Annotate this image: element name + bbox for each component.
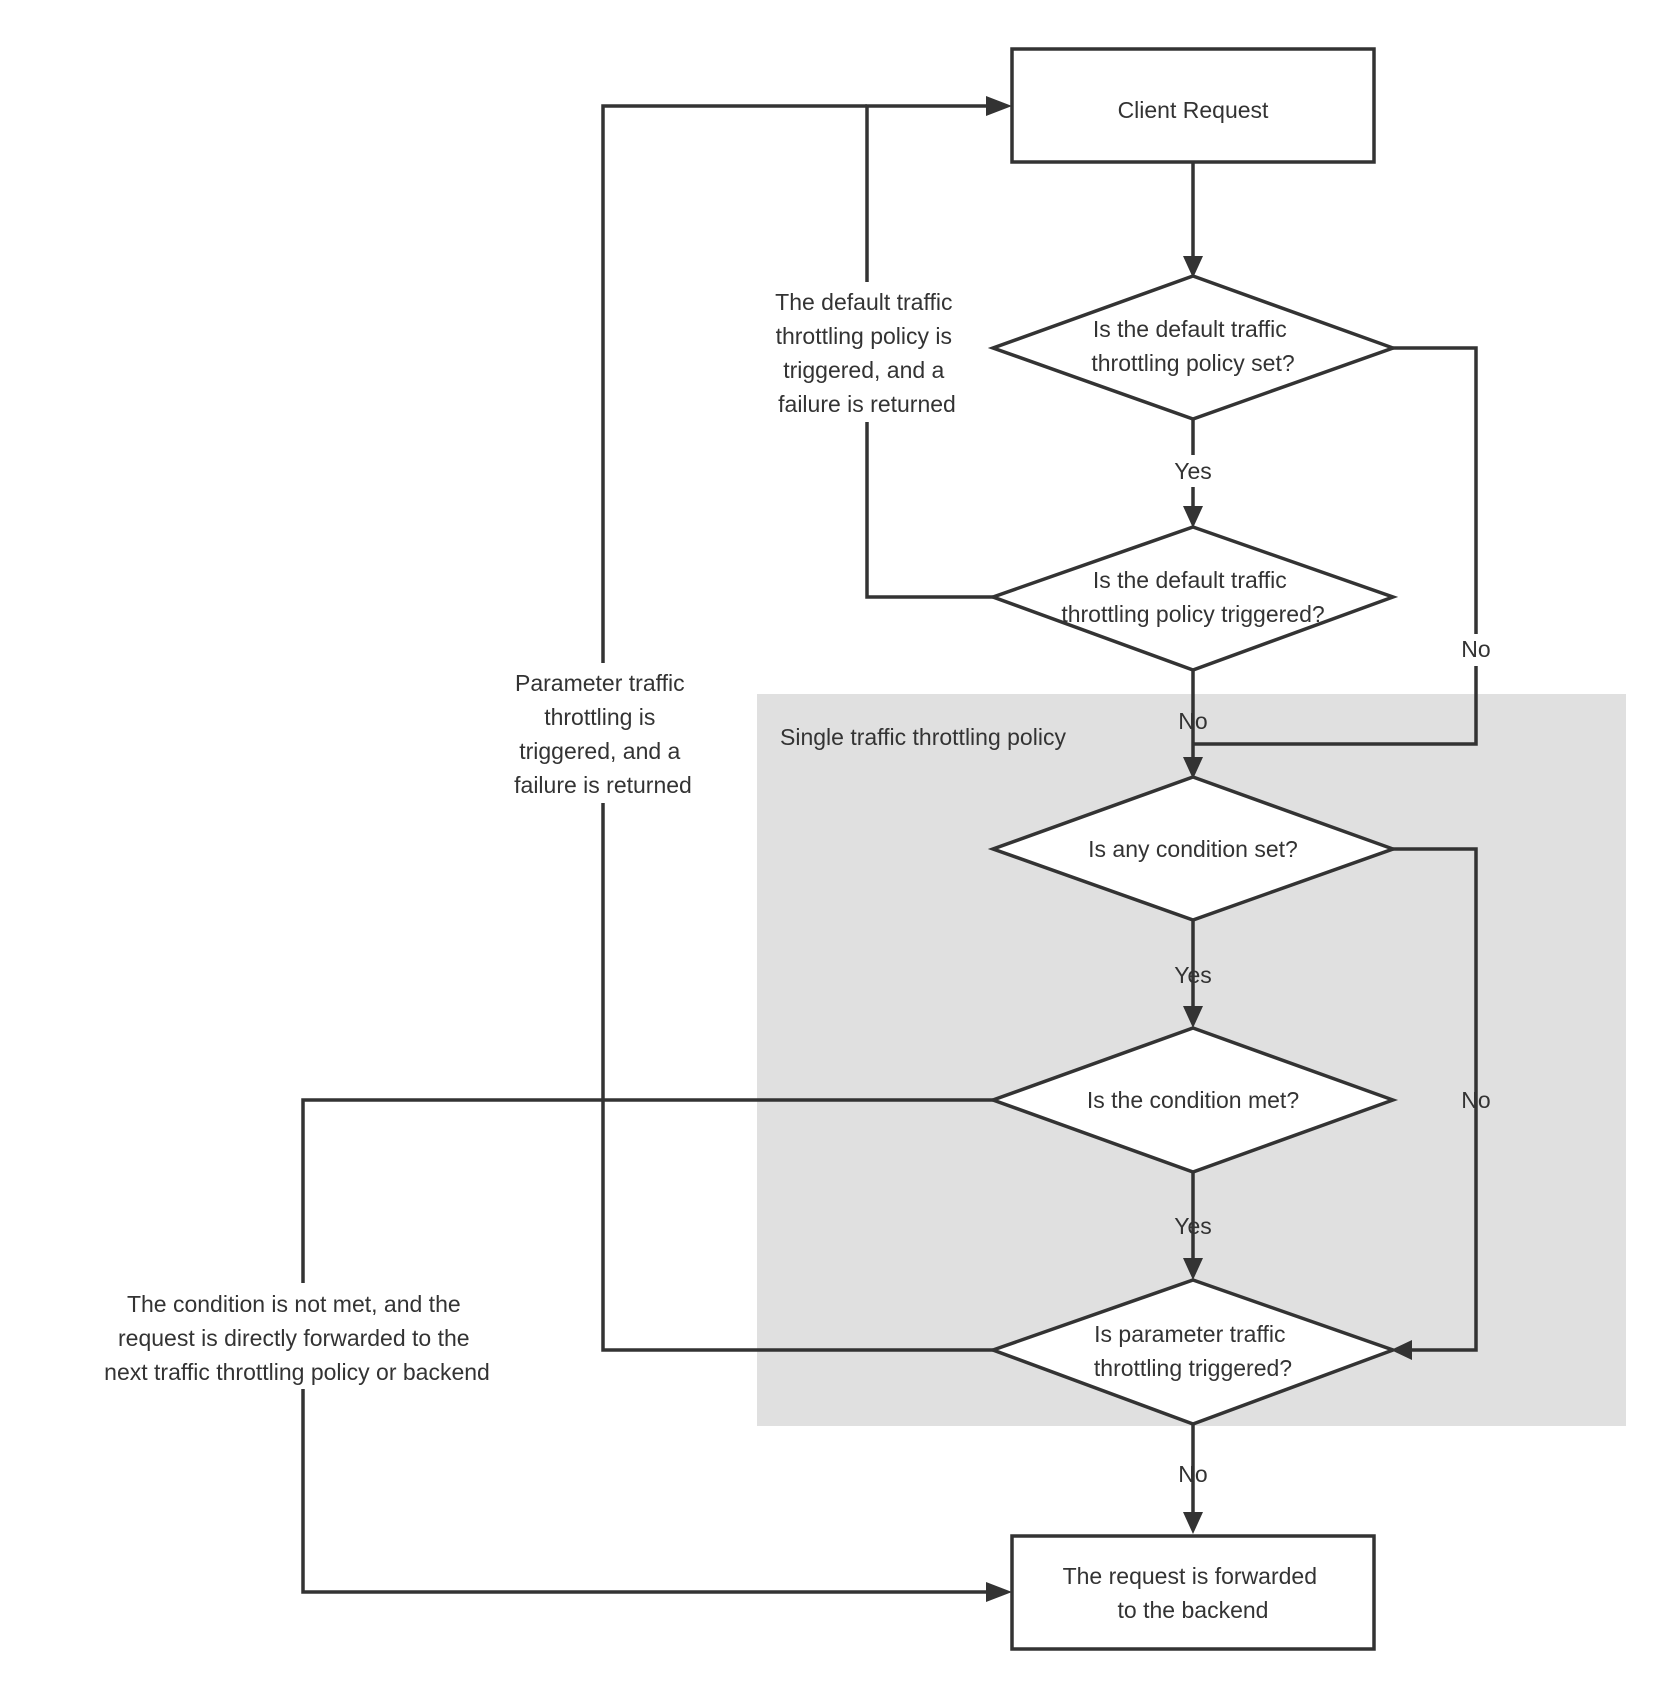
arrowhead [1183, 1006, 1203, 1028]
node-param-triggered [987, 1278, 1399, 1426]
arrowhead [986, 96, 1012, 116]
node-condition-met-label: Is the condition met? [1087, 1087, 1299, 1113]
node-client-request [1010, 47, 1376, 164]
node-forwarded-line: to the backend [1118, 1597, 1269, 1623]
node-default-set-line: Is the default traffic [1093, 316, 1287, 342]
annotation-param-failure: Parameter traffic throttling is triggere… [514, 670, 692, 798]
node-forwarded-line: The request is forwarded [1063, 1563, 1317, 1589]
annotation-bg [757, 282, 977, 422]
arrowhead [1183, 757, 1203, 779]
node-default-set-line: throttling policy set? [1091, 350, 1294, 376]
arrowhead [1183, 506, 1203, 528]
arrowhead [1391, 1340, 1412, 1360]
node-default-triggered-line: throttling policy triggered? [1061, 601, 1324, 627]
node-default-triggered-label: Is the default traffic throttling policy… [1061, 567, 1324, 627]
node-any-condition-label: Is any condition set? [1088, 836, 1298, 862]
edge-label-yes: Yes [1174, 962, 1212, 988]
node-condition-met [987, 1026, 1399, 1174]
arrowhead [1183, 1258, 1203, 1280]
annotation-bg [495, 663, 711, 803]
edge-label-no: No [1178, 1461, 1207, 1487]
node-any-condition [987, 775, 1399, 922]
node-param-triggered-line: Is parameter traffic [1094, 1321, 1285, 1347]
node-param-triggered-line: throttling triggered? [1094, 1355, 1292, 1381]
annotation-line: next traffic throttling policy or backen… [104, 1359, 490, 1385]
annotation-line: failure is returned [514, 772, 692, 798]
arrowhead [1183, 256, 1203, 278]
annotation-line: throttling policy is [776, 323, 952, 349]
edge-label-no: No [1461, 636, 1490, 662]
arrowhead [986, 1582, 1012, 1602]
edge-label-bg [1454, 634, 1498, 666]
annotation-condition-not-met: The condition is not met, and the reques… [104, 1291, 490, 1385]
edge-any-condition-no [1393, 847, 1478, 1352]
node-forwarded-label: The request is forwarded to the backend [1063, 1563, 1324, 1623]
annotation-line: failure is returned [778, 391, 956, 417]
edge-label-bg [1168, 455, 1218, 487]
annotation-line: The default traffic [775, 289, 952, 315]
edge-label-no: No [1178, 708, 1207, 734]
node-param-triggered-label: Is parameter traffic throttling triggere… [1094, 1321, 1292, 1381]
node-client-request-label: Client Request [1118, 97, 1269, 123]
node-forwarded [1010, 1534, 1376, 1651]
edge-default-set-no [1193, 346, 1478, 746]
annotation-line: The condition is not met, and the [127, 1291, 461, 1317]
annotation-line: Parameter traffic [515, 670, 685, 696]
annotation-bg [70, 1283, 536, 1389]
edge-label-yes: Yes [1174, 458, 1212, 484]
annotation-line: triggered, and a [519, 738, 680, 764]
annotation-line: request is directly forwarded to the [118, 1325, 470, 1351]
node-default-set [987, 274, 1399, 421]
annotation-default-failure: The default traffic throttling policy is… [775, 289, 959, 417]
edge-label-no: No [1461, 1087, 1490, 1113]
annotation-line: triggered, and a [783, 357, 944, 383]
node-default-triggered-line: Is the default traffic [1093, 567, 1287, 593]
edge-label-yes: Yes [1174, 1213, 1212, 1239]
single-policy-group-label: Single traffic throttling policy [780, 724, 1066, 750]
node-default-set-label: Is the default traffic throttling policy… [1091, 316, 1294, 376]
arrowhead [1183, 1512, 1203, 1534]
annotation-line: throttling is [544, 704, 655, 730]
node-default-triggered [987, 525, 1399, 672]
